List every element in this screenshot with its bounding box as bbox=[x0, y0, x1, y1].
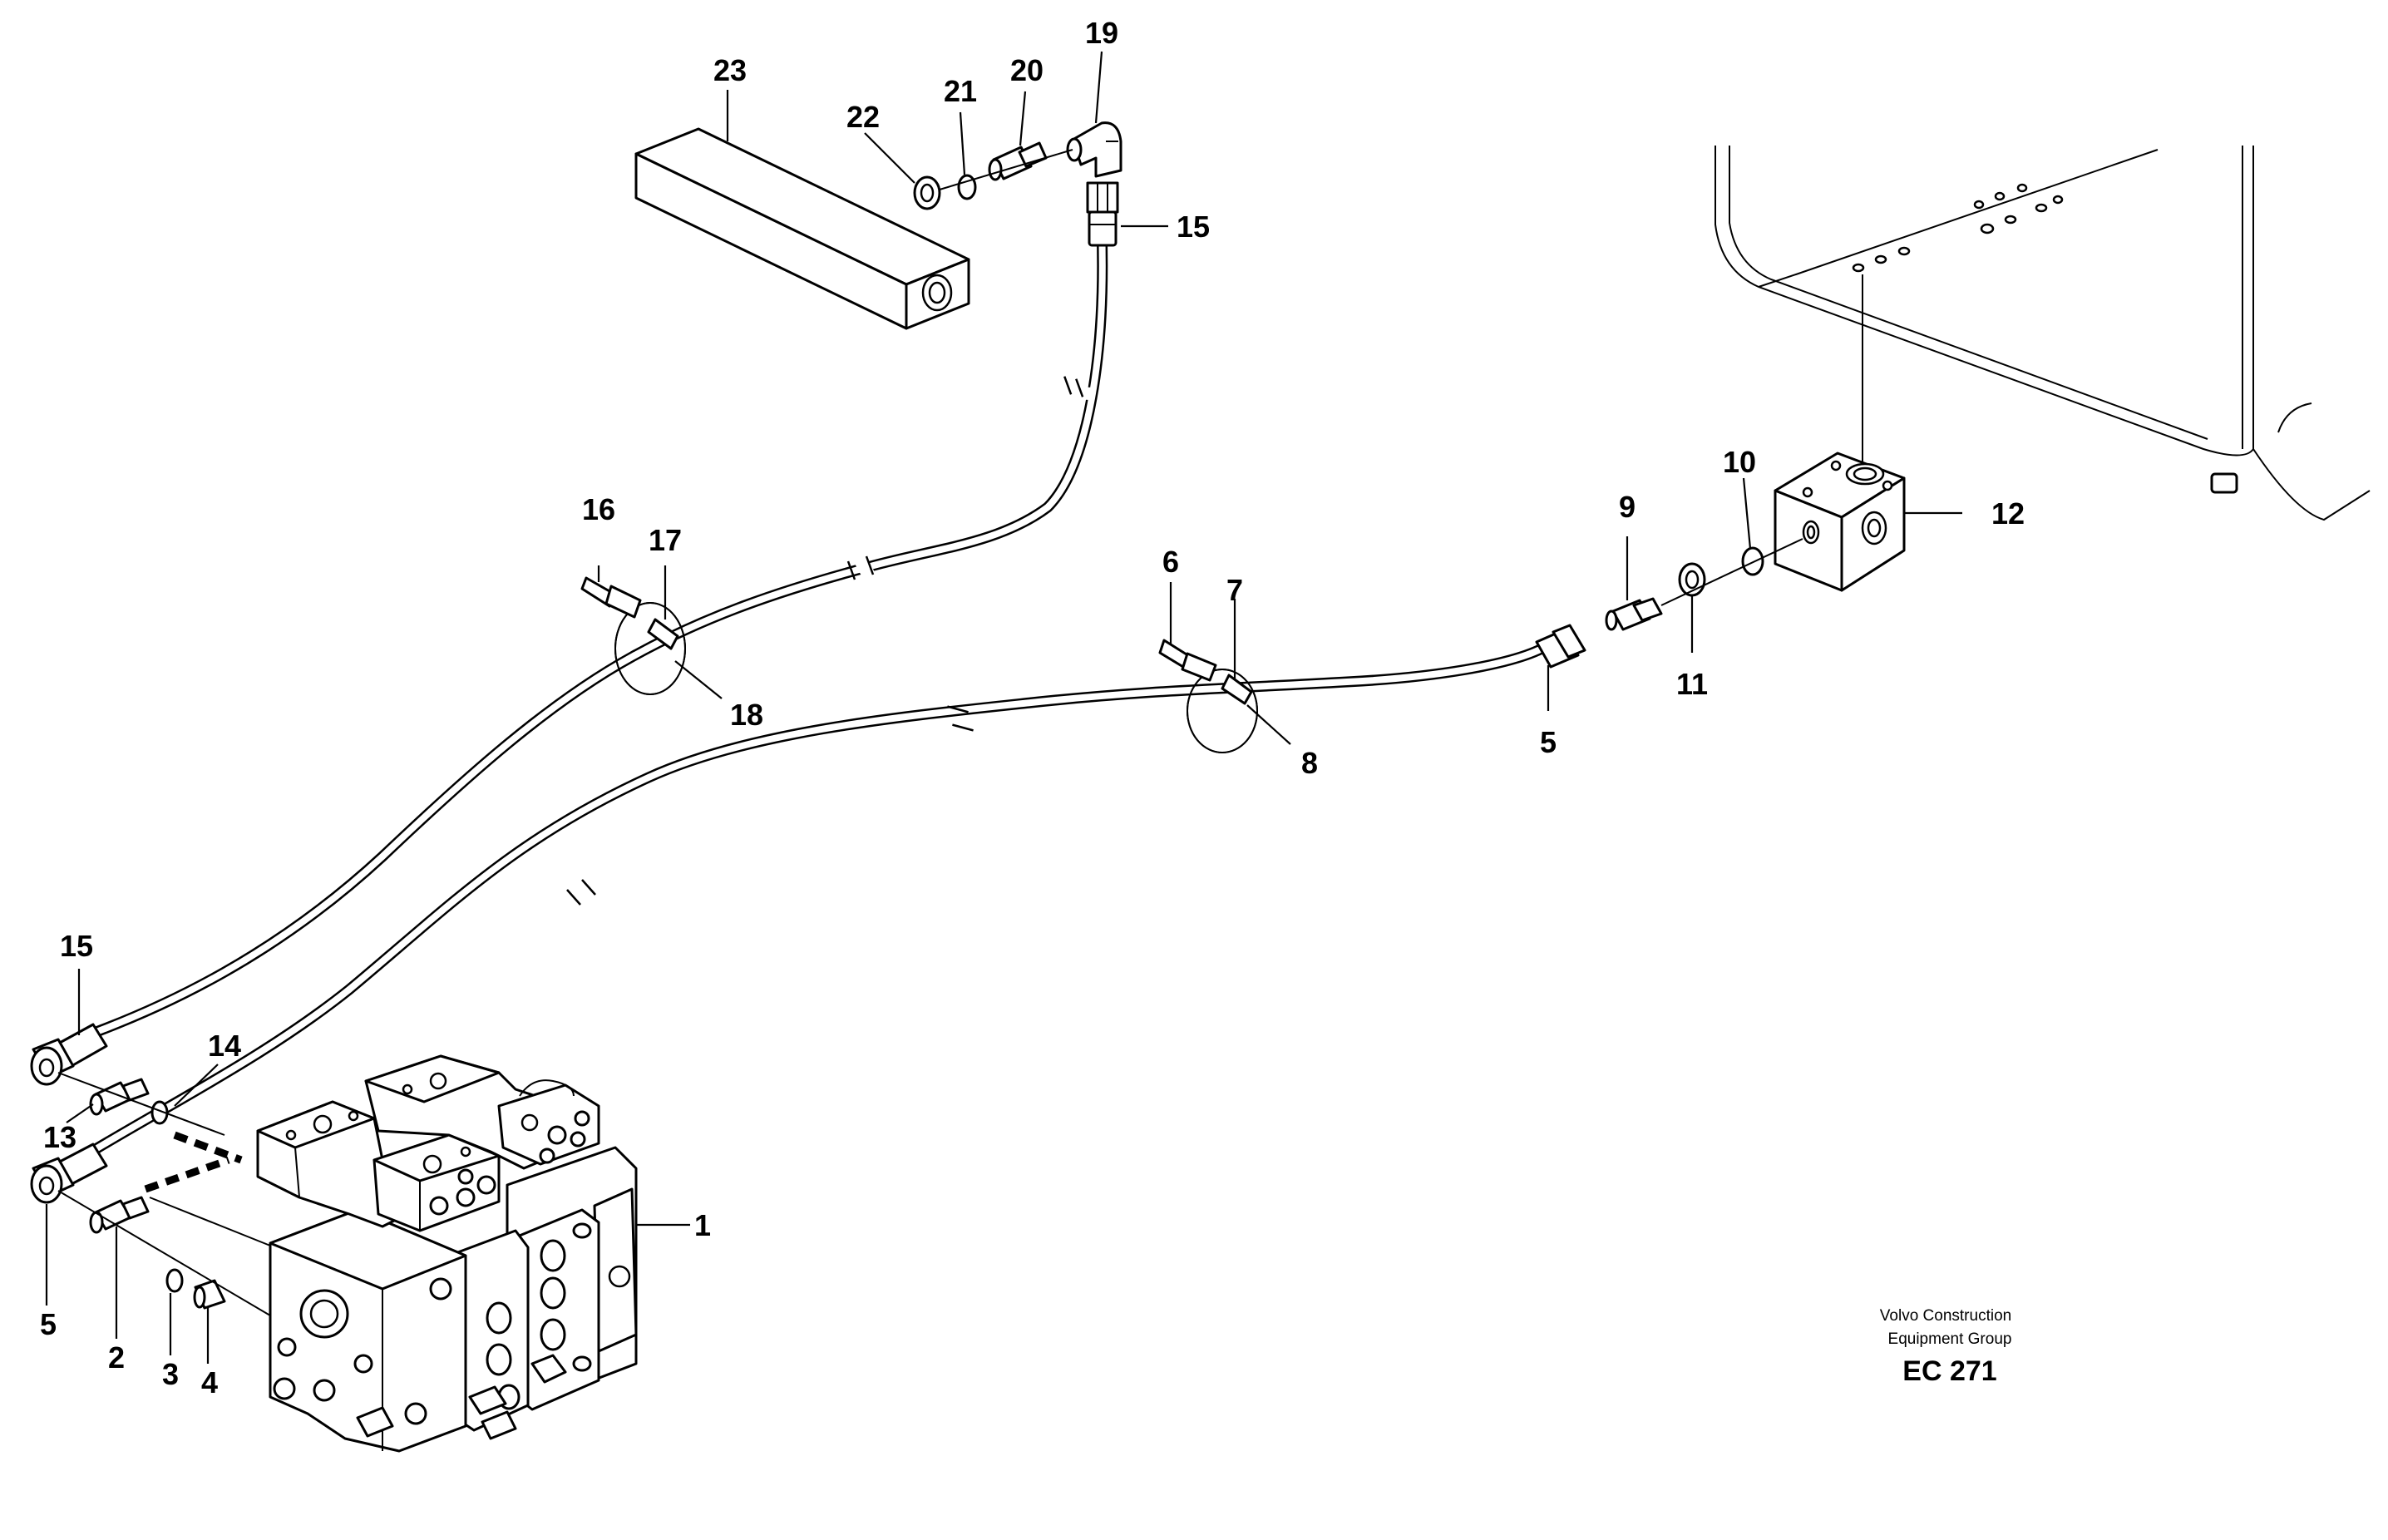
callout-9: 9 bbox=[1619, 490, 1636, 524]
callout-10: 10 bbox=[1723, 445, 1756, 479]
o-ring-21 bbox=[957, 174, 977, 200]
callout-3: 3 bbox=[162, 1357, 179, 1391]
callout-1: 1 bbox=[694, 1208, 711, 1242]
callout-21: 21 bbox=[944, 74, 977, 108]
fitting-20 bbox=[988, 141, 1048, 181]
fitting-2 bbox=[89, 1196, 150, 1234]
callout-19: 19 bbox=[1085, 16, 1118, 50]
fitting-9 bbox=[1605, 597, 1663, 631]
callout-2: 2 bbox=[108, 1340, 125, 1375]
callout-15-top: 15 bbox=[1177, 210, 1210, 244]
callout-5-left: 5 bbox=[40, 1307, 57, 1341]
callout-22: 22 bbox=[846, 100, 880, 134]
callout-5-right: 5 bbox=[1540, 725, 1557, 759]
o-ring-10 bbox=[1741, 546, 1764, 576]
credit-line-2: Equipment Group bbox=[1888, 1330, 2012, 1348]
callout-18: 18 bbox=[730, 698, 763, 732]
callout-7: 7 bbox=[1226, 573, 1243, 607]
callout-17: 17 bbox=[649, 523, 682, 557]
hydraulic-tank bbox=[1715, 146, 2371, 521]
callout-23: 23 bbox=[713, 53, 747, 87]
clamp-7 bbox=[1158, 639, 1258, 753]
centerline-right bbox=[1660, 538, 1803, 606]
callout-14: 14 bbox=[208, 1029, 241, 1063]
o-ring-14 bbox=[150, 1100, 169, 1125]
tank-foot bbox=[2210, 472, 2238, 494]
lower-hose bbox=[30, 624, 1586, 1204]
control-valve-1 bbox=[256, 1054, 638, 1453]
callout-11: 11 bbox=[1676, 667, 1708, 701]
fitting-13 bbox=[89, 1078, 150, 1116]
block-23 bbox=[634, 127, 970, 330]
elbow-19 bbox=[1066, 121, 1122, 178]
callout-labels: 23 22 21 20 19 15 16 17 18 6 7 8 5 9 10 … bbox=[40, 16, 2025, 1399]
upper-hose bbox=[30, 181, 1119, 1086]
centerline-13 bbox=[57, 1072, 225, 1136]
port-markers bbox=[144, 1131, 275, 1248]
clamp-17 bbox=[580, 576, 686, 695]
adapter-block-12 bbox=[1774, 452, 1906, 592]
callout-6: 6 bbox=[1162, 545, 1179, 579]
plug-4 bbox=[193, 1279, 226, 1310]
callout-16: 16 bbox=[582, 492, 615, 526]
callout-13: 13 bbox=[43, 1120, 76, 1154]
washer-22 bbox=[913, 175, 941, 210]
callout-15-left: 15 bbox=[60, 929, 93, 963]
callout-4: 4 bbox=[201, 1365, 218, 1399]
drawing-code: EC 271 bbox=[1902, 1355, 1996, 1387]
centerline-2 bbox=[57, 1190, 275, 1319]
callout-20: 20 bbox=[1010, 53, 1044, 87]
o-ring-3 bbox=[165, 1268, 184, 1293]
callout-12: 12 bbox=[1991, 496, 2025, 531]
leader-lines bbox=[45, 51, 1962, 1364]
credit-block: Volvo Construction Equipment Group EC 27… bbox=[1880, 1307, 2012, 1387]
centerline-top bbox=[939, 149, 1073, 190]
callout-8: 8 bbox=[1301, 746, 1318, 780]
credit-line-1: Volvo Construction bbox=[1880, 1307, 2011, 1325]
